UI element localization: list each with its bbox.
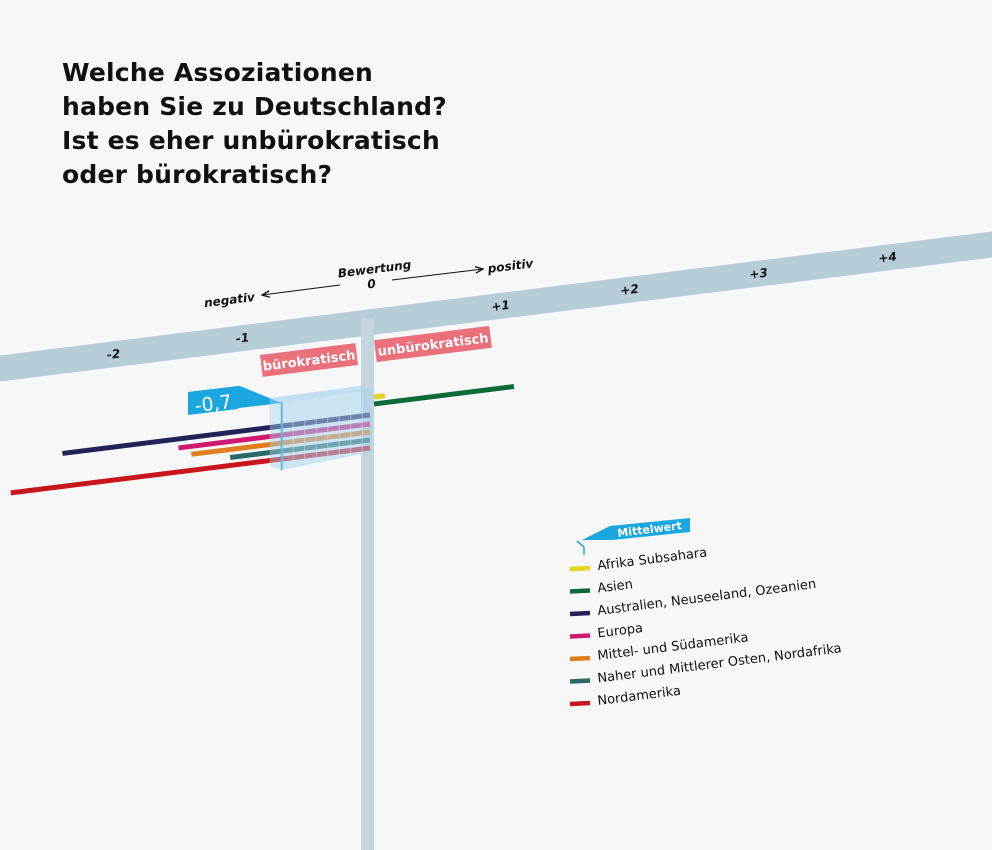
mean-callout-box (188, 386, 238, 415)
axis-positive-label: positiv (486, 256, 535, 276)
bar-afrika-subsahara (373, 393, 386, 400)
legend-swatch (569, 700, 591, 707)
mean-box-side (269, 398, 282, 470)
chart-title: Welche Assoziationen haben Sie zu Deutsc… (62, 56, 447, 192)
mean-box-front (281, 390, 372, 470)
tick-label: -2 (106, 347, 121, 363)
tick-label: -1 (235, 330, 250, 346)
legend-swatch (569, 655, 591, 662)
legend-mean-label: Mittelwert (617, 519, 683, 540)
axis-negative-label: negativ (203, 290, 257, 310)
pole-tag-positive-bg (374, 325, 492, 363)
mean-value-label: -0,7 (194, 391, 234, 417)
title-line: Ist es eher unbürokratisch (62, 126, 440, 155)
legend-swatch (569, 588, 591, 594)
mean-layer (269, 386, 372, 470)
legend-label: Asien (597, 577, 634, 596)
bar-asien (373, 384, 515, 407)
legend-swatch (569, 678, 591, 684)
tick-label: +2 (620, 282, 640, 298)
arrow-negative (262, 284, 341, 295)
legend-swatch (569, 633, 591, 639)
axis-band (0, 231, 992, 382)
title-line: oder bürokratisch? (62, 160, 333, 189)
arrow-positive (391, 269, 483, 281)
legend-mean-bg (582, 518, 690, 540)
title-line: haben Sie zu Deutschland? (62, 92, 447, 121)
pole-tag-negative: bürokratisch (260, 343, 358, 377)
legend-label: Nordamerika (597, 684, 682, 709)
title-line: Welche Assoziationen (62, 58, 374, 87)
legend-label: Europa (597, 621, 644, 642)
legend-label: Afrika Subsahara (597, 545, 708, 574)
axis-layer: -2-1+1+2+3+40Bewertungnegativpositivbüro… (0, 231, 992, 850)
legend-swatch (569, 610, 591, 617)
bars-layer: -0,7 (10, 384, 515, 496)
tick-label: +1 (491, 298, 511, 314)
legend-swatch (569, 565, 591, 572)
mean-box-top (269, 386, 372, 403)
tick-label: +4 (878, 249, 898, 265)
tick-label: +3 (749, 266, 769, 282)
legend-mean-tick (576, 540, 585, 548)
pole-tag-negative-bg (260, 343, 358, 377)
zero-label: 0 (366, 277, 376, 292)
